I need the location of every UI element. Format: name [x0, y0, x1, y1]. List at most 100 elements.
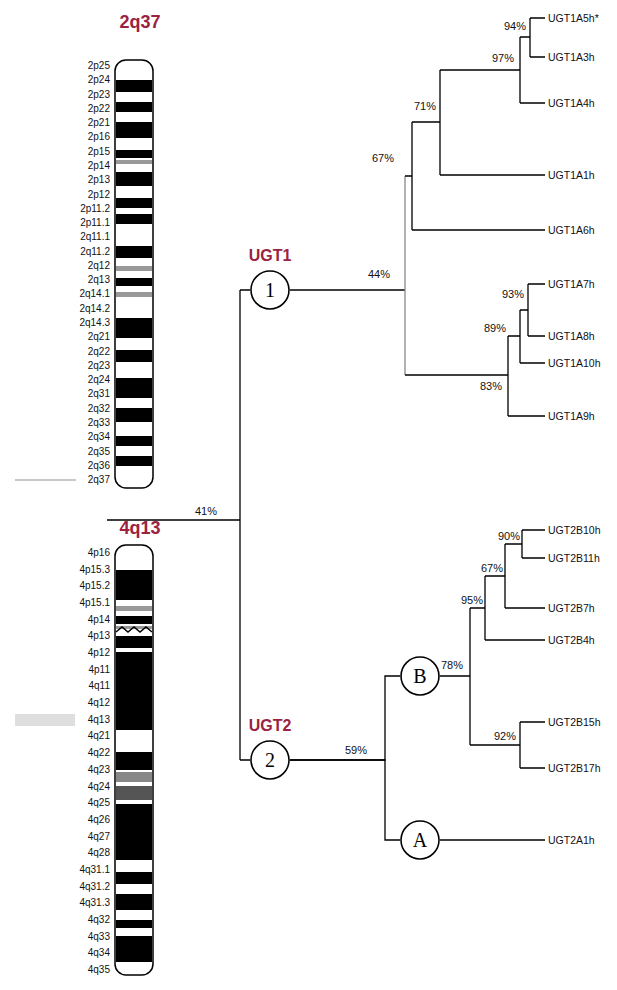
bootstrap-value: 92%: [494, 730, 516, 742]
band-label: 4q28: [88, 847, 110, 859]
clade-number: 1: [265, 279, 275, 301]
band-label: 4p15.2: [79, 580, 110, 592]
band-label: 2q24: [88, 374, 110, 386]
band-label: 2p22: [88, 103, 110, 115]
band-label: 2q33: [88, 417, 110, 429]
band-label: 4q27: [88, 831, 110, 843]
band-label: 2q36: [88, 460, 110, 472]
band-label: 2p16: [88, 131, 110, 143]
band-label: 4q32: [88, 914, 110, 926]
band-label: 4p14: [88, 614, 110, 626]
band-label: 2q32: [88, 403, 110, 415]
clade-circle: UGT22: [250, 740, 290, 780]
bootstrap-value: 83%: [480, 380, 502, 392]
chromosome-2: [115, 60, 153, 488]
bootstrap-value: 78%: [441, 659, 463, 671]
band-label: 2q23: [88, 360, 110, 372]
band-label: 4p11: [88, 664, 110, 676]
band-label: 4q13: [88, 714, 110, 726]
gene-label: UGT1A4h: [548, 96, 595, 110]
gene-label: UGT2B17h: [548, 761, 601, 775]
group-name: UGT1: [249, 247, 292, 265]
gene-label: UGT2B7h: [548, 601, 595, 615]
band-label: 2q22: [88, 346, 110, 358]
gene-label: UGT2B11h: [548, 551, 600, 565]
gene-label: UGT1A8h: [548, 329, 595, 343]
band-label: 2q12: [88, 260, 110, 272]
tree-branch: [290, 676, 400, 760]
band-label: 4p13: [88, 630, 110, 642]
band-label: 4q33: [88, 931, 110, 943]
band-label: 2q35: [88, 446, 110, 458]
band-label: 2q11.2: [80, 246, 110, 258]
gene-label: UGT2B4h: [548, 633, 595, 647]
band-label: 4q11: [88, 680, 110, 692]
band-label: 2q14.2: [79, 303, 110, 315]
band-label: 2p24: [88, 74, 110, 86]
band-label: 2p11.2: [80, 203, 110, 215]
gene-label: UGT1A7h: [548, 277, 595, 291]
band-label: 4p12: [88, 647, 110, 659]
bootstrap-value: 41%: [195, 505, 217, 517]
gene-label: UGT1A5h*: [548, 11, 599, 25]
band-label: 4q35: [88, 964, 110, 976]
gene-label: UGT1A10h: [548, 356, 601, 370]
bootstrap-value: 59%: [345, 744, 367, 756]
band-label: 2p25: [88, 60, 110, 72]
band-label: 4p15.1: [79, 597, 110, 609]
band-label: 2q14.3: [79, 317, 110, 329]
bootstrap-value: 94%: [504, 20, 526, 32]
clade-circle: UGT11: [250, 270, 290, 310]
gene-label: UGT2B10h: [548, 523, 601, 537]
chromosome-title: 2q37: [119, 12, 160, 32]
band-label: 2q11.1: [80, 231, 110, 243]
band-label: 2p15: [88, 146, 110, 158]
clade-circle: B: [400, 656, 440, 696]
bootstrap-value: 71%: [414, 100, 436, 112]
gene-label: UGT1A6h: [548, 223, 595, 237]
gene-label: UGT1A9h: [548, 409, 595, 423]
band-label: 2p21: [88, 117, 110, 129]
band-label: 4q21: [88, 730, 110, 742]
clade-circle: A: [400, 820, 440, 860]
chromosome-title: 4q13: [119, 518, 160, 538]
bootstrap-value: 67%: [481, 562, 503, 574]
bootstrap-value: 89%: [484, 322, 506, 334]
band-label: 2q37: [88, 474, 110, 486]
bootstrap-value: 93%: [502, 288, 524, 300]
group-name: UGT2: [249, 717, 292, 735]
band-label: 2p13: [88, 174, 110, 186]
band-label: 2q13: [88, 274, 110, 286]
gene-label: UGT2B15h: [548, 715, 601, 729]
gene-label: UGT1A3h: [548, 50, 595, 64]
band-label: 4q31.3: [79, 897, 110, 909]
bootstrap-value: 97%: [492, 52, 514, 64]
bootstrap-value: 67%: [372, 152, 394, 164]
bootstrap-value: 90%: [498, 530, 520, 542]
tree-branch: [290, 760, 400, 840]
highlight-line: [15, 479, 76, 481]
gene-label: UGT1A1h: [548, 168, 595, 182]
band-label: 4q22: [88, 747, 110, 759]
band-label: 2p12: [88, 189, 110, 201]
band-label: 2q21: [88, 331, 110, 343]
bootstrap-value: 95%: [461, 594, 483, 606]
band-label: 2p14: [88, 160, 110, 172]
clade-number: 2: [265, 749, 275, 771]
gene-label: UGT2A1h: [548, 833, 595, 847]
band-label: 4q34: [88, 947, 110, 959]
band-label: 2q14.1: [79, 288, 110, 300]
band-label: 4q12: [88, 697, 110, 709]
chromosome-4: [115, 545, 153, 975]
band-label: 4q31.2: [79, 881, 110, 893]
band-label: 4p15.3: [79, 564, 110, 576]
band-label: 2p11.1: [80, 217, 110, 229]
band-label: 4q26: [88, 814, 110, 826]
band-label: 2p23: [88, 89, 110, 101]
tree-branches: [107, 18, 545, 840]
band-label: 2q34: [88, 431, 110, 443]
band-label: 2q31: [88, 388, 110, 400]
band-label: 4q24: [88, 781, 110, 793]
clade-number: B: [413, 665, 426, 687]
